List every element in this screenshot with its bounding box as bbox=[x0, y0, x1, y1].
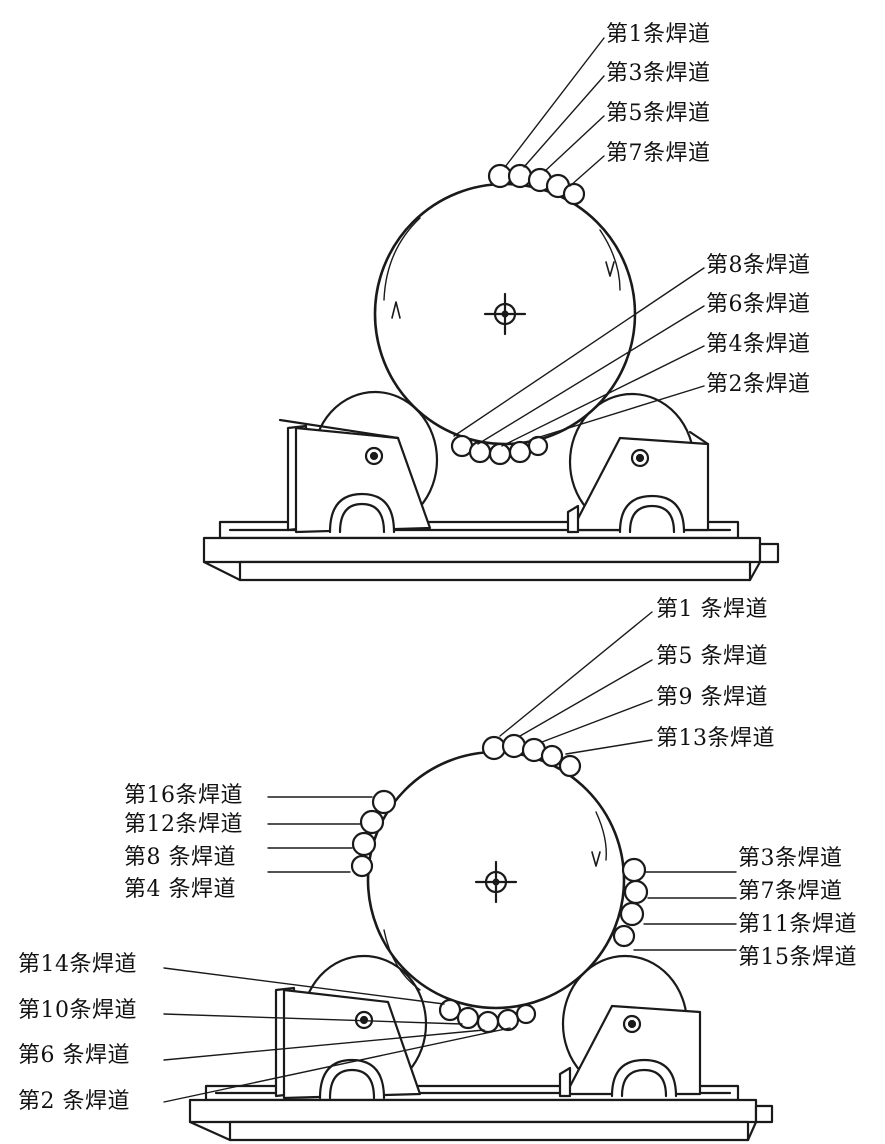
figure-b-right-beads bbox=[612, 857, 649, 948]
label-b-pass-6: 第6 条焊道 bbox=[18, 1043, 130, 1068]
label-a-pass-2: 第2条焊道 bbox=[706, 372, 811, 397]
label-b-pass-13: 第13条焊道 bbox=[656, 726, 775, 751]
label-b-pass-5: 第5 条焊道 bbox=[656, 644, 768, 669]
figure-a-bottom-beads bbox=[450, 434, 549, 466]
figure-a-drawing bbox=[202, 37, 780, 582]
label-b-pass-16: 第16条焊道 bbox=[124, 783, 243, 808]
figure-b-left-bracket bbox=[274, 986, 422, 1100]
label-b-pass-12: 第12条焊道 bbox=[124, 812, 243, 837]
figure-b-right-bracket bbox=[558, 1004, 702, 1098]
label-a-pass-5: 第5条焊道 bbox=[606, 101, 711, 126]
figure-b-top-beads bbox=[481, 733, 582, 778]
label-a-pass-4: 第4条焊道 bbox=[706, 332, 811, 357]
figure-a-center-mark bbox=[483, 292, 527, 336]
label-b-pass-9: 第9 条焊道 bbox=[656, 685, 768, 710]
figure-b-bottom-beads bbox=[438, 998, 537, 1034]
label-b-pass-10: 第10条焊道 bbox=[18, 998, 137, 1023]
label-a-pass-6: 第6条焊道 bbox=[706, 292, 811, 317]
figure-a-left-bracket bbox=[278, 418, 432, 534]
figure-b-center-mark bbox=[474, 860, 518, 904]
label-b-pass-1: 第1 条焊道 bbox=[656, 597, 768, 622]
label-a-pass-3: 第3条焊道 bbox=[606, 61, 711, 86]
figure-b-left-beads bbox=[350, 789, 397, 878]
label-b-pass-14: 第14条焊道 bbox=[18, 952, 137, 977]
figure-b-drawing bbox=[163, 611, 774, 1142]
label-a-pass-7: 第7条焊道 bbox=[606, 141, 711, 166]
label-b-pass-3: 第3条焊道 bbox=[738, 846, 843, 871]
label-b-pass-7: 第7条焊道 bbox=[738, 879, 843, 904]
label-b-pass-8: 第8 条焊道 bbox=[124, 845, 236, 870]
label-b-pass-11: 第11条焊道 bbox=[738, 912, 857, 937]
label-a-pass-1: 第1条焊道 bbox=[606, 22, 711, 47]
label-a-pass-8: 第8条焊道 bbox=[706, 253, 811, 278]
label-b-pass-4: 第4 条焊道 bbox=[124, 877, 236, 902]
figure-a-leaders bbox=[453, 37, 705, 447]
figure-a-top-beads bbox=[487, 163, 586, 206]
label-b-pass-15: 第15条焊道 bbox=[738, 945, 857, 970]
figure-a-right-bracket bbox=[566, 430, 710, 534]
figure-b-leaders bbox=[163, 611, 737, 1103]
label-b-pass-2: 第2 条焊道 bbox=[18, 1089, 130, 1114]
